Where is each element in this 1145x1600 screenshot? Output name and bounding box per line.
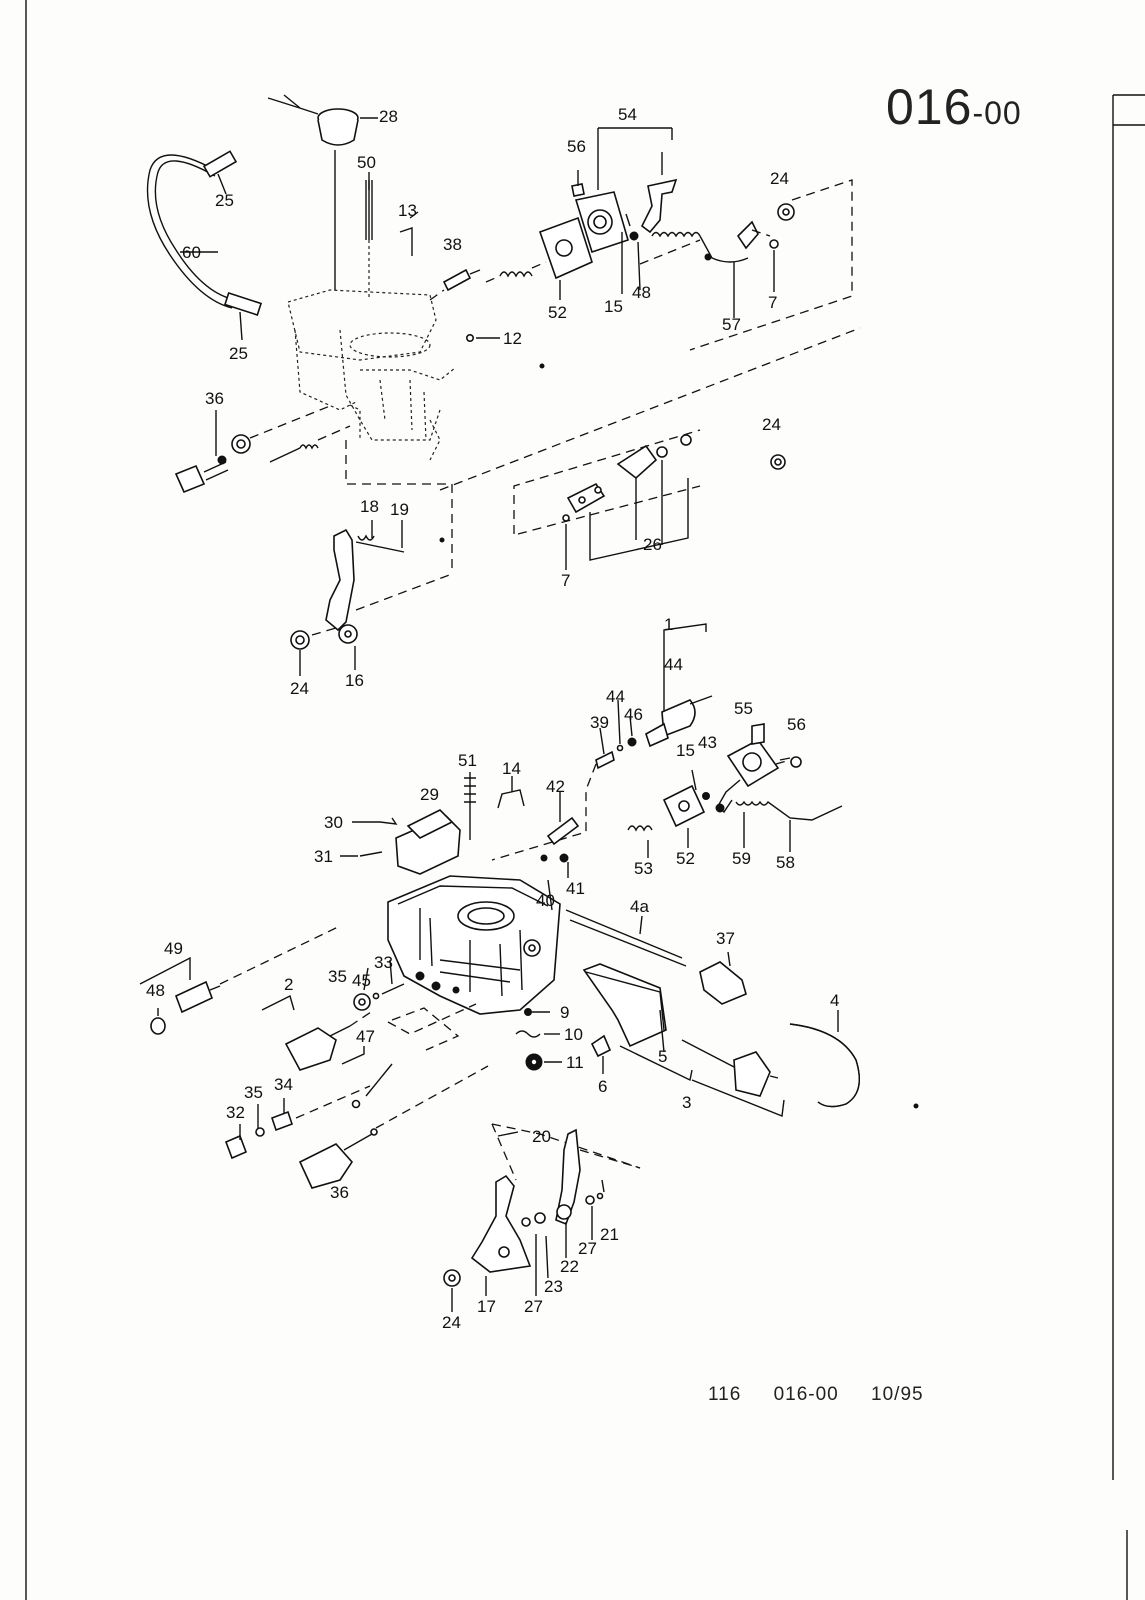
diagram-code-suffix: -00 [972, 95, 1022, 131]
callout-3: 3 [682, 1093, 692, 1112]
callout-15-bottom: 15 [676, 741, 695, 760]
callout-36-top: 36 [205, 389, 224, 408]
callout-51: 51 [458, 751, 477, 770]
callout-36-bottom: 36 [330, 1183, 349, 1202]
callout-2: 2 [284, 975, 294, 994]
callout-57: 57 [722, 315, 741, 334]
callout-19: 19 [390, 500, 409, 519]
callout-1: 1 [664, 615, 674, 634]
callout-23: 23 [544, 1277, 563, 1296]
callout-58: 58 [776, 853, 795, 872]
callout-29: 29 [420, 785, 439, 804]
callout-43: 43 [698, 733, 717, 752]
callout-47: 47 [356, 1027, 375, 1046]
callout-25-top: 25 [215, 191, 234, 210]
callout-16: 16 [345, 671, 364, 690]
diagram-code: 016-00 [886, 78, 1022, 136]
callout-59: 59 [732, 849, 751, 868]
callout-28: 28 [379, 107, 398, 126]
callout-24-bottom: 24 [442, 1313, 461, 1332]
callout-14: 14 [502, 759, 521, 778]
callout-37: 37 [716, 929, 735, 948]
callout-40: 40 [536, 891, 555, 910]
callout-20: 20 [532, 1127, 551, 1146]
callout-7-top: 7 [768, 293, 778, 312]
callout-11: 11 [566, 1053, 584, 1072]
lower-carburetor-body-assembly [139, 623, 919, 1312]
callout-50: 50 [357, 153, 376, 172]
callout-27-right: 27 [578, 1239, 597, 1258]
callout-53: 53 [634, 859, 653, 878]
callout-45: 45 [352, 971, 371, 990]
callout-17: 17 [477, 1297, 496, 1316]
callout-24-right: 24 [762, 415, 781, 434]
callout-13: 13 [398, 201, 417, 220]
footer-reference: 116 016-00 10/95 [708, 1384, 950, 1406]
callout-24-left: 24 [290, 679, 309, 698]
scan-border [25, 0, 1145, 1600]
callout-39: 39 [590, 713, 609, 732]
footer-section: 016-00 [773, 1384, 839, 1405]
callout-4: 4 [830, 991, 840, 1010]
diagram-code-main: 016 [886, 79, 973, 135]
callout-44: 44 [606, 687, 625, 706]
callout-34: 34 [274, 1075, 293, 1094]
callout-4a: 4a [630, 897, 649, 916]
callout-6: 6 [598, 1077, 608, 1096]
callout-12: 12 [503, 329, 522, 348]
callout-15-top: 15 [604, 297, 623, 316]
callout-41: 41 [566, 879, 585, 898]
callout-52-top: 52 [548, 303, 567, 322]
callout-25-bottom: 25 [229, 344, 248, 363]
footer-date: 10/95 [871, 1384, 924, 1405]
callout-52-bottom: 52 [676, 849, 695, 868]
callout-56-bottom: 56 [787, 715, 806, 734]
callout-5: 5 [658, 1047, 668, 1066]
upper-carburetor-cover-assembly [146, 94, 861, 676]
callout-46: 46 [624, 705, 643, 724]
callout-10: 10 [564, 1025, 583, 1044]
callout-18: 18 [360, 497, 379, 516]
callout-21: 21 [600, 1225, 619, 1244]
callout-7-middle: 7 [561, 571, 571, 590]
callout-35-upper: 35 [328, 967, 347, 986]
callout-35-lower: 35 [244, 1083, 263, 1102]
callout-54: 54 [618, 105, 637, 124]
callout-31: 31 [314, 847, 333, 866]
callout-44-group: 44 [664, 655, 683, 674]
callout-30: 30 [324, 813, 343, 832]
callout-56-top: 56 [567, 137, 586, 156]
callout-9: 9 [560, 1003, 570, 1022]
callout-48-bottom: 48 [146, 981, 165, 1000]
footer-page-number: 116 [708, 1384, 742, 1405]
callout-32: 32 [226, 1103, 245, 1122]
callout-38: 38 [443, 235, 462, 254]
callout-26: 26 [643, 535, 662, 554]
callout-42: 42 [546, 777, 565, 796]
callout-33: 33 [374, 953, 393, 972]
callout-48-top: 48 [632, 283, 651, 302]
callout-24-top: 24 [770, 169, 789, 188]
callout-55: 55 [734, 699, 753, 718]
callout-22: 22 [560, 1257, 579, 1276]
callout-49: 49 [164, 939, 183, 958]
callout-60: 60 [182, 243, 201, 262]
callout-27-bottom: 27 [524, 1297, 543, 1316]
